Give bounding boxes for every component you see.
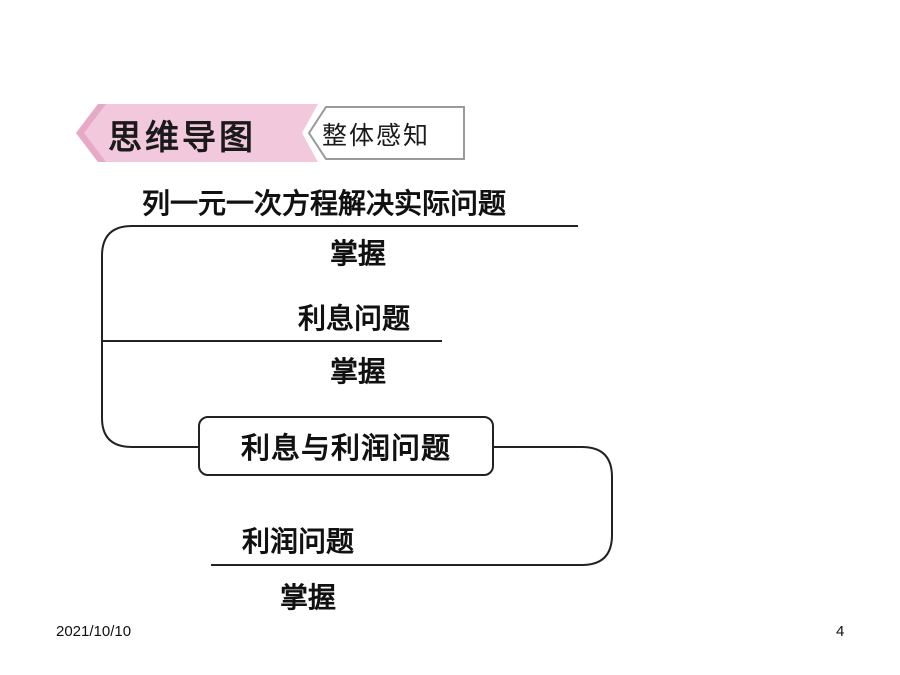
- center-node-label: 利息与利润问题: [240, 431, 451, 465]
- center-node: 利息与利润问题: [198, 416, 494, 476]
- header-banner: [76, 104, 465, 162]
- branch-label-profit: 利润问题: [242, 525, 355, 558]
- header-title: 思维导图: [108, 118, 256, 158]
- banner-tag-shape: [307, 106, 465, 160]
- branch-sublabel-interest: 掌握: [330, 355, 387, 388]
- branch-label-interest: 利息问题: [298, 302, 411, 335]
- banner-pink-shape: [76, 104, 318, 162]
- header-subtitle: 整体感知: [322, 121, 431, 150]
- branch-label-linear-equations: 列一元一次方程解决实际问题: [142, 187, 507, 220]
- branch-sublabel-linear-equations: 掌握: [330, 237, 387, 270]
- left-trunk-line: [101, 225, 578, 448]
- branch-sublabel-profit: 掌握: [280, 581, 337, 614]
- right-trunk-line: [211, 446, 613, 566]
- banner-pink-edge: [76, 104, 106, 162]
- footer-page-number: 4: [836, 623, 845, 640]
- footer-date: 2021/10/10: [56, 623, 132, 640]
